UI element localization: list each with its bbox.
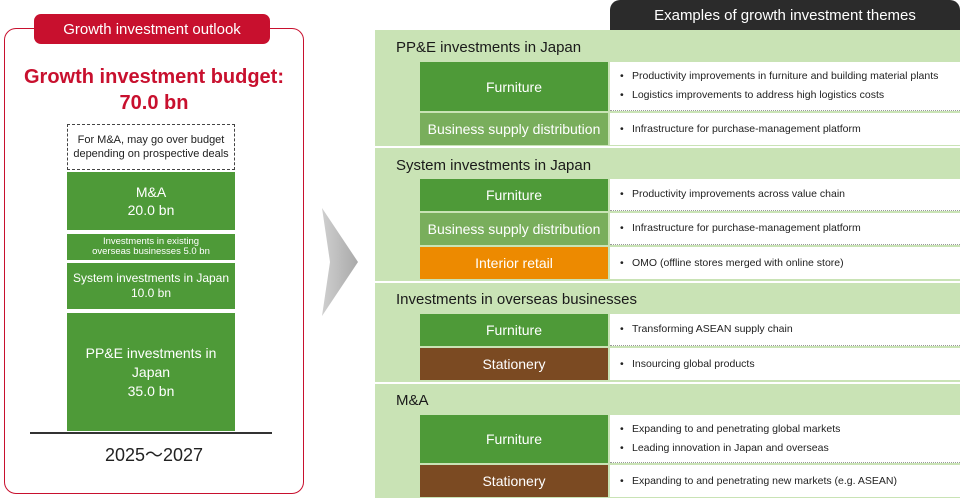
stack-segment-system: System investments in Japan 10.0 bn [67, 263, 235, 309]
period-label: 2025～2027 [104, 445, 204, 465]
section-divider [375, 382, 960, 384]
budget-panel-header: Growth investment outlook [34, 14, 270, 44]
section-title-system: System investments in Japan [396, 157, 592, 174]
bullet-item: Expanding to and penetrating global mark… [620, 420, 960, 439]
stack-baseline [30, 432, 272, 434]
stack-segment-ppe: PP&E investments in Japan 35.0 bn [67, 313, 235, 431]
ppe-label-line1: PP&E investments in [85, 344, 217, 361]
bullet-item: Expanding to and penetrating new markets… [620, 472, 960, 491]
bullet-item: OMO (offline stores merged with online s… [620, 254, 960, 273]
ma-budget-note: For M&A, may go over budget depending on… [67, 124, 235, 170]
section-divider [375, 146, 960, 148]
theme-bullets: Productivity improvements across value c… [610, 179, 960, 211]
category-business-supply: Business supply distribution [420, 213, 608, 245]
category-furniture: Furniture [420, 314, 608, 346]
theme-bullets: Infrastructure for purchase-management p… [610, 213, 960, 245]
section-title-overseas: Investments in overseas businesses [396, 291, 637, 308]
category-furniture: Furniture [420, 62, 608, 111]
section-divider [375, 281, 960, 283]
section-title-ppe: PP&E investments in Japan [396, 39, 582, 56]
category-stationery: Stationery [420, 348, 608, 380]
system-value: 10.0 bn [130, 286, 172, 300]
theme-bullets: Productivity improvements in furniture a… [610, 62, 960, 111]
bullet-item: Productivity improvements in furniture a… [620, 67, 960, 86]
overseas-label-line2: overseas businesses 5.0 bn [92, 246, 210, 257]
system-label: System investments in Japan [72, 271, 230, 285]
theme-bullets: Infrastructure for purchase-management p… [610, 113, 960, 145]
theme-bullets: Expanding to and penetrating global mark… [610, 415, 960, 463]
bullet-item: Infrastructure for purchase-management p… [620, 219, 960, 238]
themes-panel: PP&E investments in Japan Furniture Prod… [375, 30, 960, 498]
category-business-supply: Business supply distribution [420, 113, 608, 145]
theme-bullets: Transforming ASEAN supply chain [610, 314, 960, 346]
theme-bullets: Insourcing global products [610, 348, 960, 380]
bullet-item: Productivity improvements across value c… [620, 185, 960, 204]
bullet-item: Infrastructure for purchase-management p… [620, 120, 960, 139]
category-furniture: Furniture [420, 415, 608, 463]
overseas-label-line1: Investments in existing [102, 236, 200, 247]
arrow-right-icon [322, 208, 358, 316]
ppe-label-line2: Japan [131, 363, 171, 380]
ma-label: M&A [135, 184, 167, 200]
category-furniture: Furniture [420, 179, 608, 211]
ma-value: 20.0 bn [127, 202, 175, 218]
theme-bullets: OMO (offline stores merged with online s… [610, 247, 960, 279]
stack-segment-ma: M&A 20.0 bn [67, 172, 235, 230]
bullet-item: Insourcing global products [620, 355, 960, 374]
bullet-item: Transforming ASEAN supply chain [620, 320, 960, 339]
bullet-item: Leading innovation in Japan and overseas [620, 439, 960, 458]
bullet-item: Logistics improvements to address high l… [620, 86, 960, 105]
ppe-value: 35.0 bn [127, 382, 175, 399]
theme-bullets: Expanding to and penetrating new markets… [610, 465, 960, 497]
section-title-ma: M&A [396, 392, 429, 409]
stack-segment-overseas: Investments in existing overseas busines… [67, 234, 235, 260]
budget-title: Growth investment budget: [24, 66, 284, 88]
category-stationery: Stationery [420, 465, 608, 497]
budget-total: 70.0 bn [119, 92, 189, 114]
themes-header: Examples of growth investment themes [610, 0, 960, 30]
category-interior-retail: Interior retail [420, 247, 608, 279]
